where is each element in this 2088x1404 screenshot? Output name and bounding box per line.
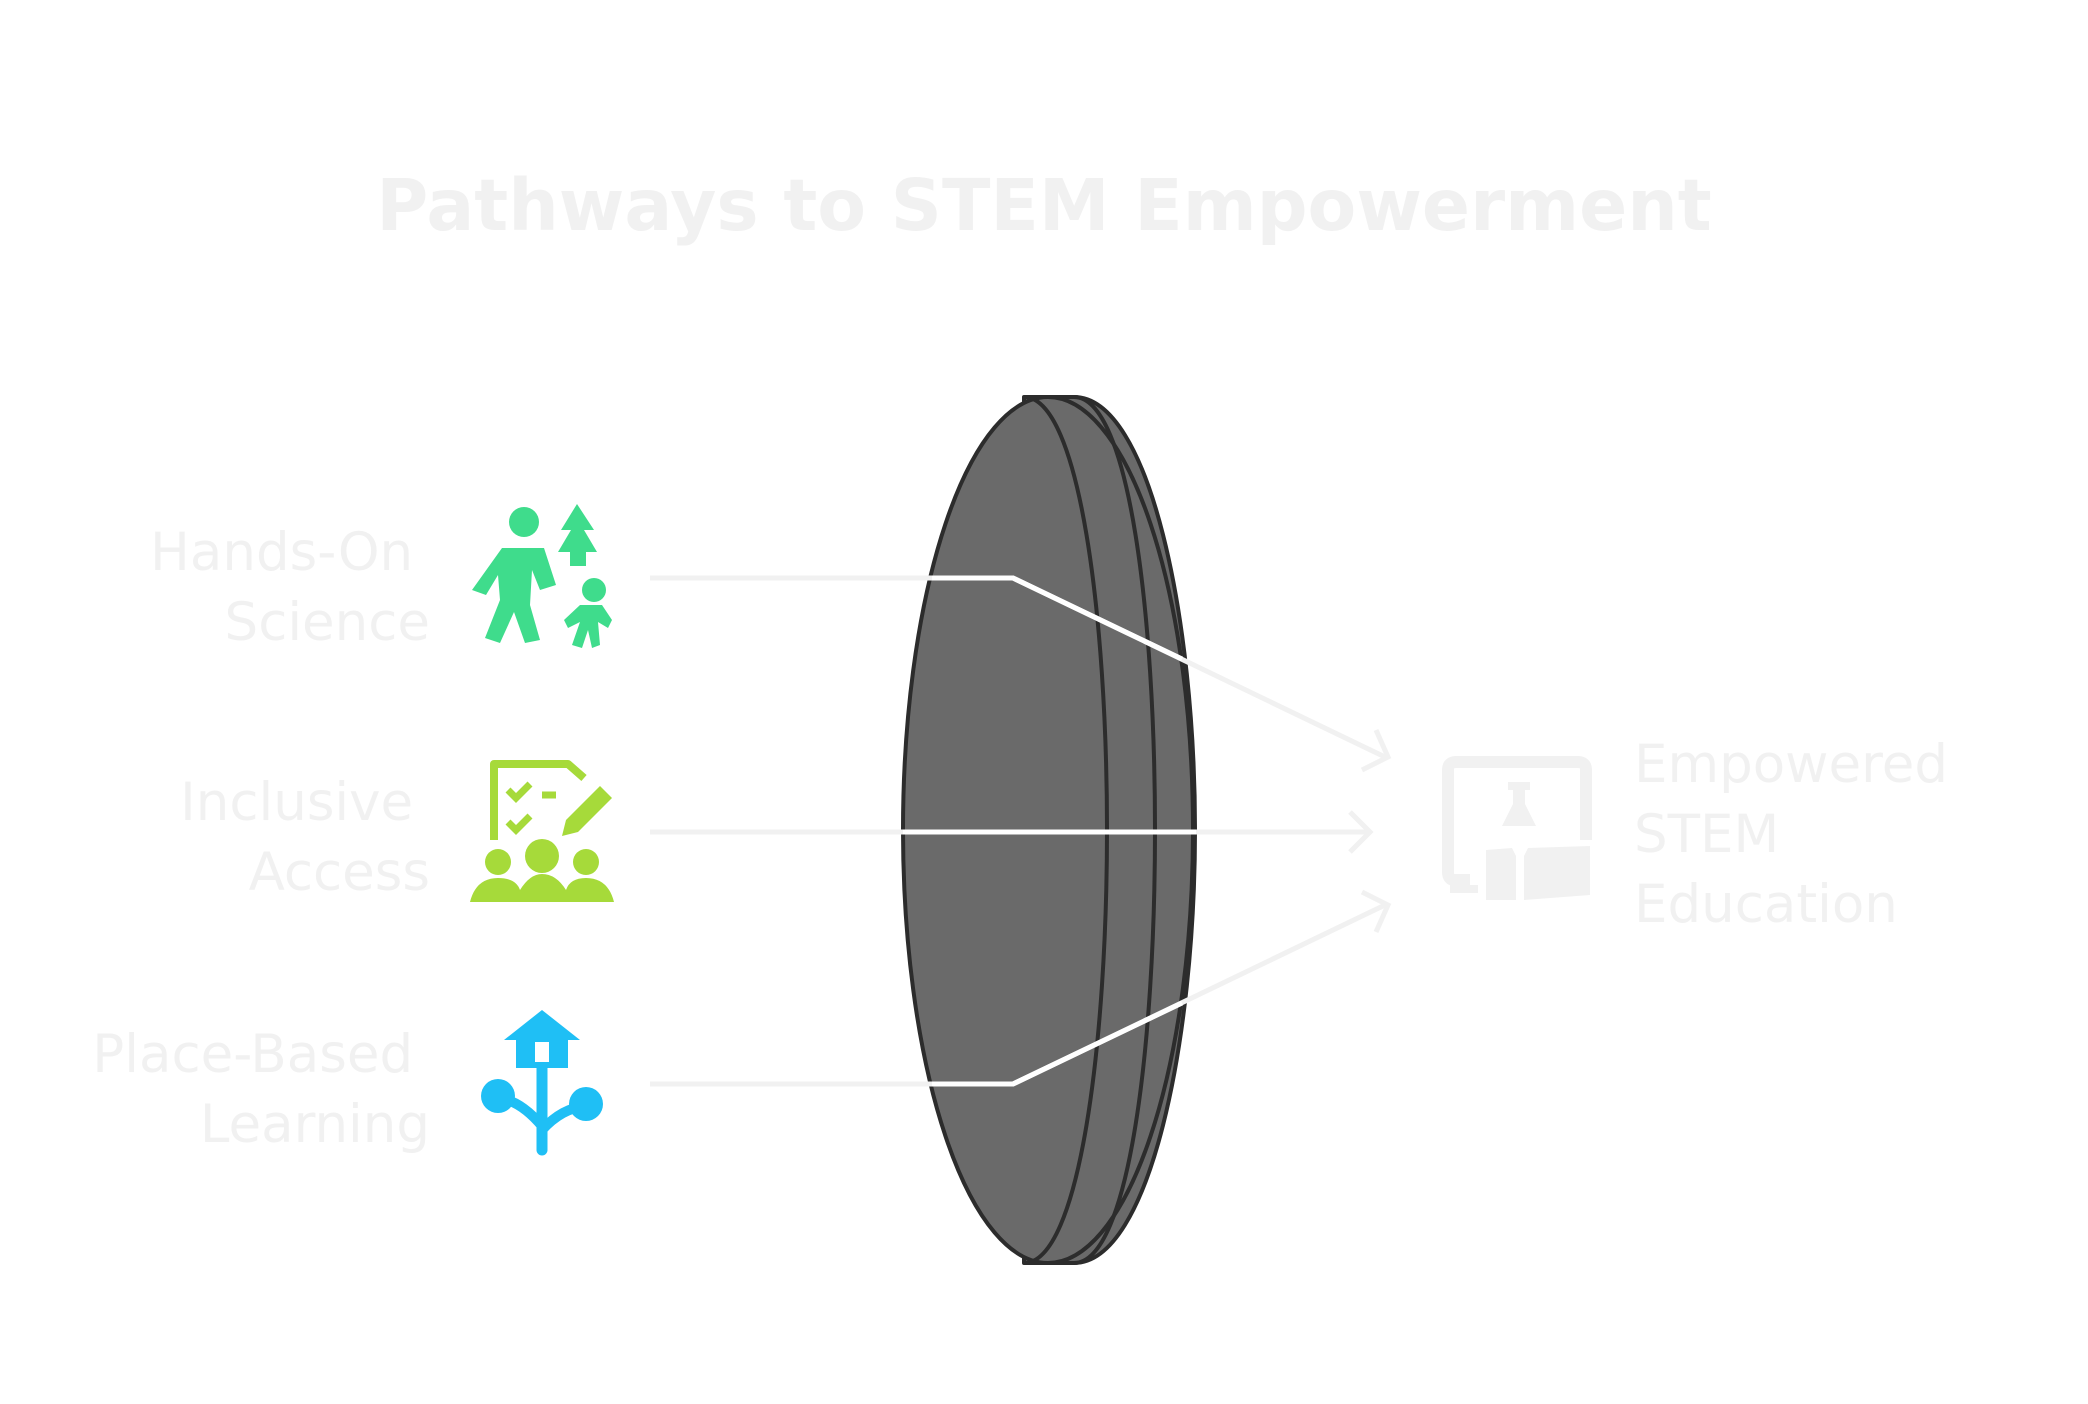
- output-label-line: Empowered: [1634, 734, 1948, 795]
- input-label-line: Inclusive: [180, 772, 413, 833]
- connector-lines: [650, 575, 1392, 1087]
- input-label-inclusive: Inclusive Access: [180, 772, 430, 903]
- diagram-title: Pathways to STEM Empowerment: [376, 164, 1711, 247]
- arrowhead-middle: [1348, 810, 1374, 854]
- input-label-line: Science: [225, 592, 430, 653]
- connector-line-bottom-inner: [932, 1000, 1184, 1087]
- input-label-line: Access: [249, 842, 430, 903]
- output-label-line: STEM: [1634, 804, 1779, 865]
- input-label-place-based: Place-Based Learning: [92, 1024, 430, 1155]
- digital-learning-icon: [1442, 756, 1592, 900]
- group-checklist-icon: [470, 760, 614, 902]
- input-label-line: Learning: [200, 1094, 430, 1155]
- connector-line-top-inner: [932, 575, 1184, 662]
- house-branch-icon: [481, 1010, 603, 1156]
- arrowhead-bottom: [1360, 889, 1392, 934]
- arrowhead-top: [1360, 728, 1392, 773]
- output-label: Empowered STEM Education: [1634, 734, 1965, 935]
- input-label-line: Hands-On: [150, 522, 413, 583]
- input-label-line: Place-Based: [92, 1024, 413, 1085]
- input-label-hands-on: Hands-On Science: [150, 522, 430, 653]
- outdoor-family-icon: [472, 504, 612, 648]
- output-label-line: Education: [1634, 874, 1898, 935]
